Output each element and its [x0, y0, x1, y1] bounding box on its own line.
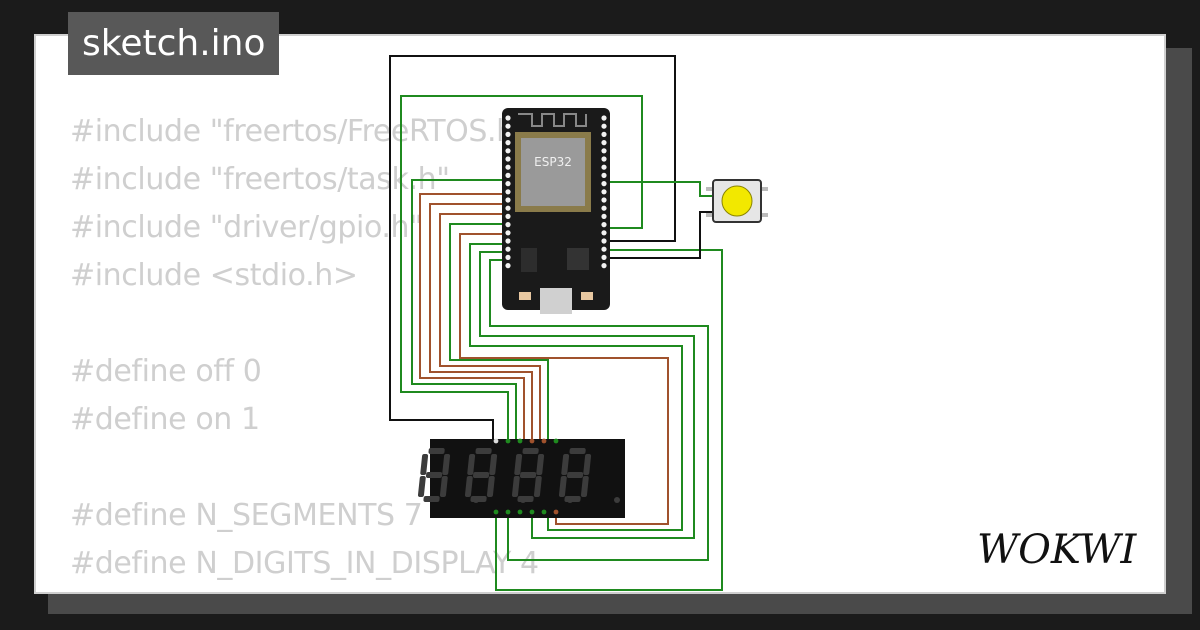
header-pin — [505, 197, 511, 203]
code-preview: #include "freertos/FreeRTOS.h" #include "… — [70, 108, 539, 592]
header-pin — [505, 140, 511, 146]
header-pin — [601, 140, 607, 146]
display-pin — [517, 438, 523, 444]
code-line: #define N_SEGMENTS 7 — [70, 498, 423, 533]
header-pin — [505, 263, 511, 269]
header-pin — [601, 197, 607, 203]
code-line: #include <stdio.h> — [70, 258, 358, 293]
wire-green — [449, 223, 549, 440]
header-pin — [601, 131, 607, 137]
wire-green — [479, 251, 695, 539]
header-pin — [505, 115, 511, 121]
chip-label: ESP32 — [534, 155, 572, 169]
wire-black — [389, 55, 676, 440]
header-pin — [601, 213, 607, 219]
display-pin — [505, 509, 511, 515]
display-pin — [505, 438, 511, 444]
push-button[interactable] — [706, 179, 768, 223]
display-digit — [558, 448, 592, 502]
header-pin — [505, 205, 511, 211]
display-pin — [517, 509, 523, 515]
header-pin — [505, 222, 511, 228]
header-pin — [601, 189, 607, 195]
code-line: #include "driver/gpio.h" — [70, 210, 423, 245]
display-pin — [493, 509, 499, 515]
header-pin — [601, 172, 607, 178]
wire-brown — [429, 203, 533, 440]
header-pin — [505, 213, 511, 219]
header-pin — [505, 246, 511, 252]
header-pin — [505, 238, 511, 244]
wokwi-logo-text: WOKWI — [977, 527, 1137, 573]
header-pin — [601, 246, 607, 252]
display-pin — [553, 438, 559, 444]
header-pin — [505, 172, 511, 178]
esp32-board[interactable]: ESP32 — [502, 108, 610, 314]
display-pin — [529, 509, 535, 515]
wire-green — [469, 243, 683, 531]
header-pin — [601, 230, 607, 236]
header-pin — [601, 254, 607, 260]
filename-tab[interactable]: sketch.ino — [68, 12, 280, 75]
header-pin — [505, 164, 511, 170]
header-pin — [601, 222, 607, 228]
display-pin — [529, 438, 535, 444]
header-pin — [505, 123, 511, 129]
header-pin — [505, 181, 511, 187]
wire-green — [495, 249, 723, 591]
wire-black — [607, 211, 712, 259]
display-digit — [464, 448, 498, 502]
header-pin — [601, 148, 607, 154]
display-pin — [553, 509, 559, 515]
header-pin — [505, 148, 511, 154]
esp32-pins-left — [505, 115, 511, 269]
display-digit — [511, 448, 545, 502]
wire-brown — [439, 213, 541, 440]
header-pin — [505, 131, 511, 137]
header-pin — [601, 115, 607, 121]
header-pin — [505, 230, 511, 236]
display-pin — [493, 438, 499, 444]
esp32-pins-right — [601, 115, 607, 269]
code-line: #include "freertos/FreeRTOS.h" — [70, 114, 529, 149]
wire-brown — [419, 193, 525, 440]
wokwi-logo: WOKWI — [977, 527, 1137, 573]
header-pin — [601, 205, 607, 211]
header-pin — [601, 238, 607, 244]
header-pin — [505, 189, 511, 195]
seven-segment-display — [417, 438, 625, 518]
header-pin — [601, 164, 607, 170]
wire-green — [411, 179, 517, 440]
display-pin — [541, 509, 547, 515]
code-line: #define on 1 — [70, 402, 260, 437]
header-pin — [601, 181, 607, 187]
code-line: #define off 0 — [70, 354, 262, 389]
header-pin — [601, 123, 607, 129]
button-cap[interactable] — [721, 185, 753, 217]
wire-green — [400, 95, 643, 440]
code-line: #define N_DIGITS_IN_DISPLAY 4 — [70, 546, 539, 581]
code-line: #include "freertos/task.h" — [70, 162, 450, 197]
display-pin — [541, 438, 547, 444]
header-pin — [505, 156, 511, 162]
wire-brown — [459, 233, 669, 525]
wire-green — [607, 181, 712, 197]
header-pin — [601, 156, 607, 162]
header-pin — [601, 263, 607, 269]
header-pin — [505, 254, 511, 260]
display-digit — [417, 448, 451, 502]
wire-green — [489, 259, 709, 561]
